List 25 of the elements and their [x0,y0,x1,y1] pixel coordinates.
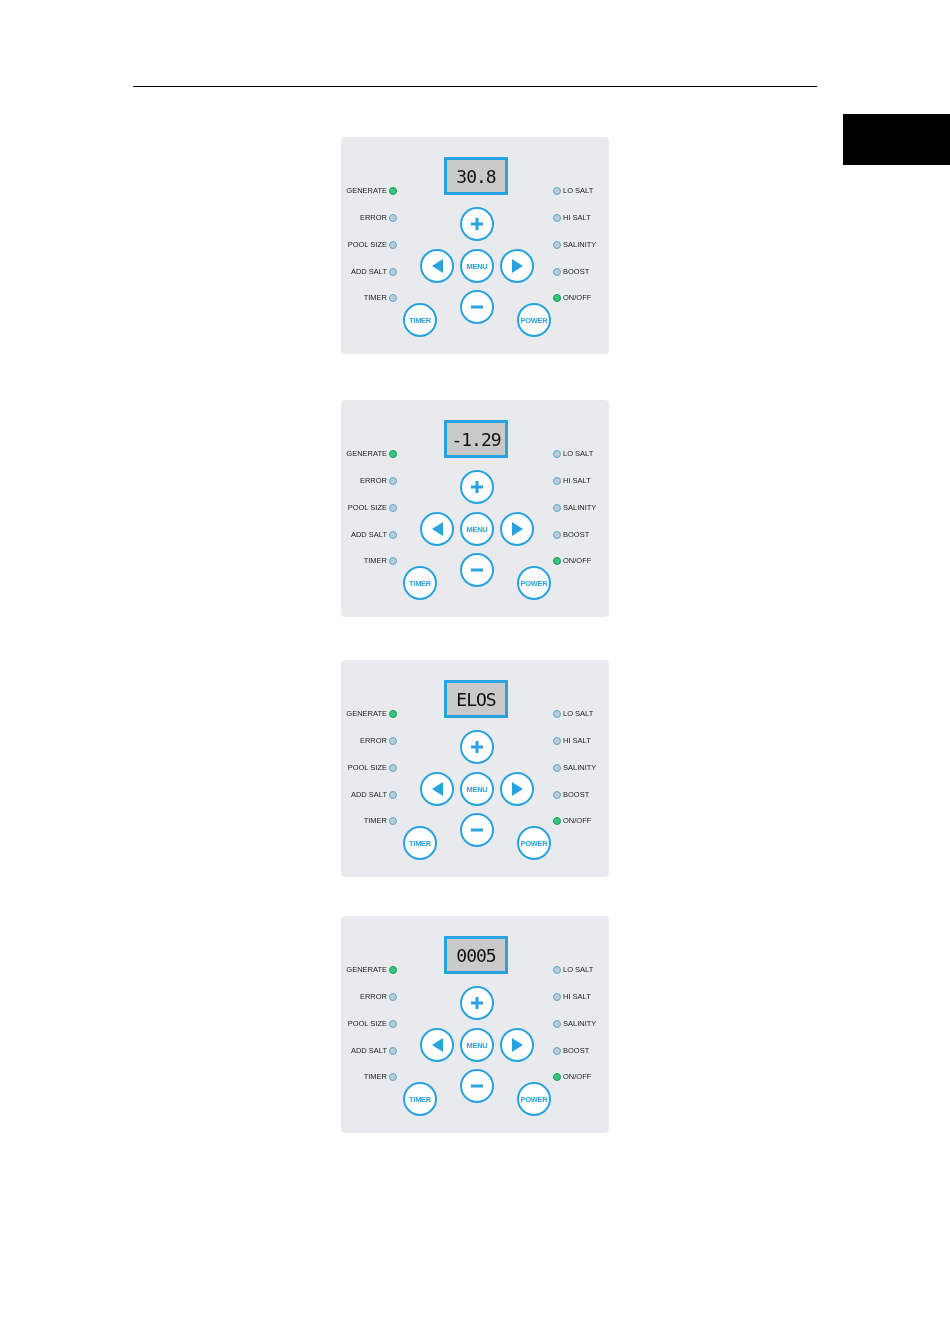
right-button [500,772,534,806]
control-panel [341,916,609,1133]
minus-button [460,290,494,324]
right-button [500,249,534,283]
plus-button [460,207,494,241]
lcd-display: ELOS [444,680,508,718]
left-button [420,512,454,546]
minus-button [460,553,494,587]
right-button [500,512,534,546]
control-panel [341,137,609,354]
plus-button [460,470,494,504]
left-button [420,1028,454,1062]
section-tab [843,114,950,165]
right-button [500,1028,534,1062]
control-panel [341,660,609,877]
plus-button [460,730,494,764]
left-button [420,249,454,283]
plus-button [460,986,494,1020]
control-panel [341,400,609,617]
lcd-display: 30.8 [444,157,508,195]
minus-button [460,813,494,847]
lcd-display: 0005 [444,936,508,974]
lcd-display: -1.29 [444,420,508,458]
left-button [420,772,454,806]
minus-button [460,1069,494,1103]
